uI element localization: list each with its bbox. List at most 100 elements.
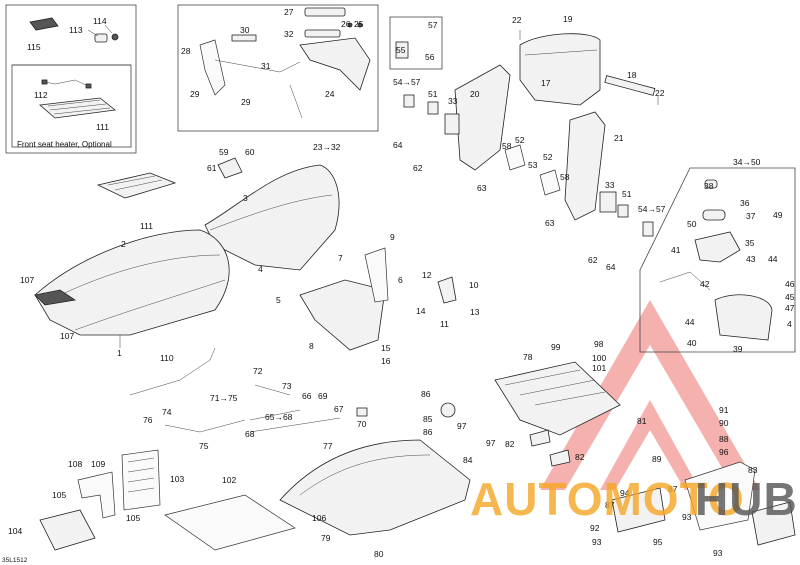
- pad-32-part: [304, 29, 341, 38]
- callout-15: 15: [381, 343, 391, 353]
- callout-87-b: 87: [668, 484, 678, 494]
- callout-7: 7: [338, 253, 343, 263]
- callout-98: 98: [594, 339, 604, 349]
- callout-87-a: 87: [605, 500, 615, 510]
- callout-38: 38: [704, 181, 714, 191]
- callout-12: 12: [422, 270, 432, 280]
- rear-backrest-group: 57 55 56 54→57 22 19 17 18 22 20 21 51 3…: [389, 14, 666, 272]
- callout-27: 27: [284, 7, 294, 17]
- backrest-cushion-19-part: [519, 33, 601, 106]
- callout-51-a: 51: [428, 89, 438, 99]
- callout-80: 80: [374, 549, 384, 559]
- callout-70: 70: [357, 419, 367, 429]
- callout-21: 21: [614, 133, 624, 143]
- callout-65-68: 65→68: [265, 412, 293, 422]
- part-39: [714, 294, 773, 341]
- callout-3: 3: [243, 193, 248, 203]
- callout-68: 68: [245, 429, 255, 439]
- callout-54-57-a: 54→57: [393, 77, 421, 87]
- callout-29-a: 29: [190, 89, 200, 99]
- callout-25: 25: [354, 19, 364, 29]
- mount-33-part-b: [599, 191, 617, 213]
- callout-52-a: 52: [515, 135, 525, 145]
- callout-58-a: 58: [502, 141, 512, 151]
- cap-85-part: [440, 402, 456, 418]
- floor-panel-group: 108 109 103 105 105 102 104: [8, 449, 296, 551]
- cap-51-part-b: [617, 204, 629, 218]
- callout-4-right: 4: [787, 319, 792, 329]
- callout-93-a: 93: [682, 512, 692, 522]
- callout-22-b: 22: [655, 88, 665, 98]
- callout-44-b: 44: [685, 317, 695, 327]
- callout-16: 16: [381, 356, 391, 366]
- storage-tub-77-part: [279, 439, 471, 536]
- callout-62-b: 62: [588, 255, 598, 265]
- callout-112: 112: [34, 90, 48, 100]
- callout-50: 50: [687, 219, 697, 229]
- callout-51-b: 51: [622, 189, 632, 199]
- accessory-box-inset: 34→50 38 36 37 49 50 35 41 43 44 42 46 4…: [639, 157, 796, 354]
- part-35: [694, 231, 741, 263]
- callout-82-a: 82: [505, 439, 515, 449]
- callout-32: 32: [284, 29, 294, 39]
- callout-73: 73: [282, 381, 292, 391]
- callout-19: 19: [563, 14, 573, 24]
- callout-30: 30: [240, 25, 250, 35]
- connector-70-part: [356, 407, 368, 417]
- callout-5: 5: [276, 295, 281, 305]
- callout-92: 92: [590, 523, 600, 533]
- callout-1: 1: [117, 348, 122, 358]
- callout-56: 56: [425, 52, 435, 62]
- mount-33-part-a: [444, 113, 460, 135]
- callout-115: 115: [27, 42, 41, 52]
- callout-60: 60: [245, 147, 255, 157]
- callout-79: 79: [321, 533, 331, 543]
- callout-108: 108: [68, 459, 82, 469]
- bracket-108-part: [77, 471, 116, 519]
- callout-23-32: 23→32: [313, 142, 341, 152]
- callout-97-b: 97: [486, 438, 496, 448]
- callout-43: 43: [746, 254, 756, 264]
- callout-91: 91: [719, 405, 729, 415]
- callout-106: 106: [312, 513, 326, 523]
- latch-10-part: [437, 276, 457, 304]
- callout-36: 36: [740, 198, 750, 208]
- watermark-word-1: AUTOMOTO: [470, 473, 745, 525]
- seat-heater-inset: 115 114 113 112 111 Front seat heater, O…: [5, 4, 137, 154]
- callout-62-a: 62: [413, 163, 423, 173]
- lid-83-part: [684, 461, 756, 531]
- bar-18-part: [604, 75, 656, 96]
- callout-86-a: 86: [421, 389, 431, 399]
- callout-77: 77: [323, 441, 333, 451]
- callout-78: 78: [523, 352, 533, 362]
- bracket-28-part: [199, 39, 226, 96]
- storage-tub-group: 77 86 85 97 86 97 84 106 79 80: [279, 389, 496, 559]
- callout-94: 94: [620, 488, 630, 498]
- callout-89: 89: [652, 454, 662, 464]
- callout-34-50: 34→50: [733, 157, 761, 167]
- callout-76: 76: [143, 415, 153, 425]
- callout-111-main: 111: [140, 221, 153, 231]
- callout-10: 10: [469, 280, 479, 290]
- callout-69: 69: [318, 391, 328, 401]
- callout-96: 96: [719, 447, 729, 457]
- callout-88: 88: [719, 434, 729, 444]
- callout-4-seat: 4: [258, 264, 263, 274]
- callout-24: 24: [325, 89, 335, 99]
- rack-78-part: [494, 361, 621, 436]
- callout-102: 102: [222, 475, 236, 485]
- callout-2: 2: [121, 239, 126, 249]
- callout-82-b: 82: [575, 452, 585, 462]
- bracket-6-part: [364, 247, 389, 303]
- callout-14: 14: [416, 306, 426, 316]
- callout-6: 6: [398, 275, 403, 285]
- cap-51-part-a: [427, 101, 439, 115]
- callout-104: 104: [8, 526, 22, 536]
- callout-101: 101: [592, 363, 606, 373]
- callout-40: 40: [687, 338, 697, 348]
- seat-latch-group: 59 60 61 9 7 6 5 8 12 10 14 13 11 15 16: [207, 147, 480, 366]
- callout-45: 45: [785, 292, 795, 302]
- callout-31: 31: [261, 61, 271, 71]
- callout-55: 55: [396, 45, 406, 55]
- callout-111-inset: 111: [96, 122, 109, 132]
